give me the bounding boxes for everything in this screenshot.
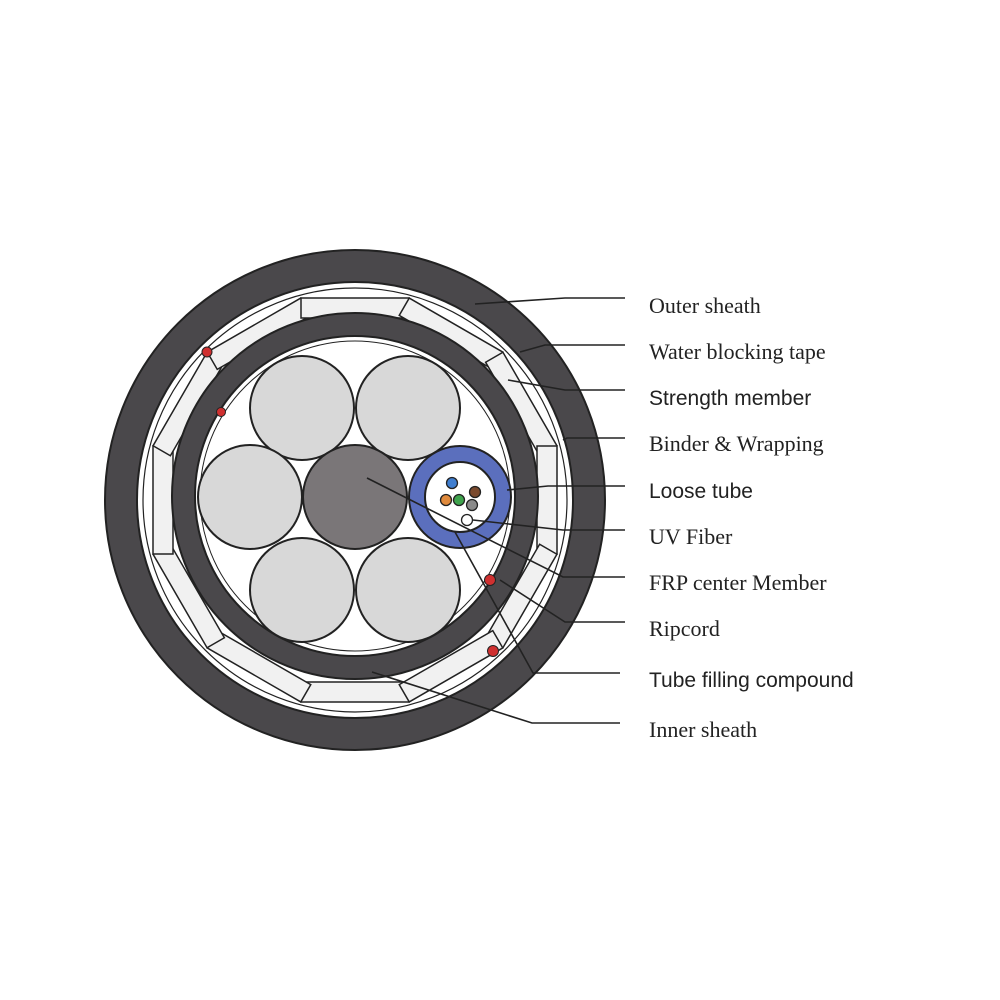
leader-line: [562, 437, 625, 441]
leader-line: [506, 485, 625, 491]
strength-member-segment: [152, 445, 174, 555]
fiber: [465, 498, 479, 512]
filler-tube: [249, 355, 355, 461]
leader-line: [371, 671, 620, 724]
label-frp-center-member: FRP center Member: [649, 570, 827, 595]
ripcord: [484, 574, 496, 586]
strength-member-segment: [300, 681, 410, 703]
leader-line: [472, 519, 625, 531]
label-water-blocking-tape: Water blocking tape: [649, 339, 826, 364]
filler-tube: [355, 537, 461, 643]
label-ripcord: Ripcord: [649, 616, 720, 641]
label-binder-wrapping: Binder & Wrapping: [649, 431, 824, 456]
fibers: [439, 476, 482, 527]
leader-line: [507, 379, 625, 391]
label-inner-sheath: Inner sheath: [649, 717, 757, 742]
fiber: [452, 493, 466, 507]
fiber: [439, 493, 453, 507]
ripcord: [216, 407, 226, 417]
fiber: [468, 485, 482, 499]
leader-lines: [366, 297, 625, 724]
label-outer-sheath: Outer sheath: [649, 293, 761, 318]
frp-center-member: [302, 444, 408, 550]
filler-tube: [249, 537, 355, 643]
strength-member-segments: [152, 297, 558, 703]
uv-fiber: [460, 513, 474, 527]
label-tube-filling-compound: Tube filling compound: [649, 669, 854, 692]
filler-tube: [355, 355, 461, 461]
ripcord: [201, 346, 213, 358]
label-loose-tube: Loose tube: [649, 480, 753, 503]
label-uv-fiber: UV Fiber: [649, 524, 733, 549]
leader-line: [499, 579, 625, 623]
strength-member-segment: [536, 445, 558, 555]
ripcord: [487, 645, 499, 657]
leader-line: [474, 297, 625, 305]
leader-line: [366, 477, 625, 578]
strength-member-segment: [398, 629, 504, 703]
fiber: [445, 476, 459, 490]
label-strength-member: Strength member: [649, 387, 811, 410]
leader-line: [519, 344, 625, 353]
leader-line: [454, 531, 620, 674]
filler-tube: [197, 444, 303, 550]
